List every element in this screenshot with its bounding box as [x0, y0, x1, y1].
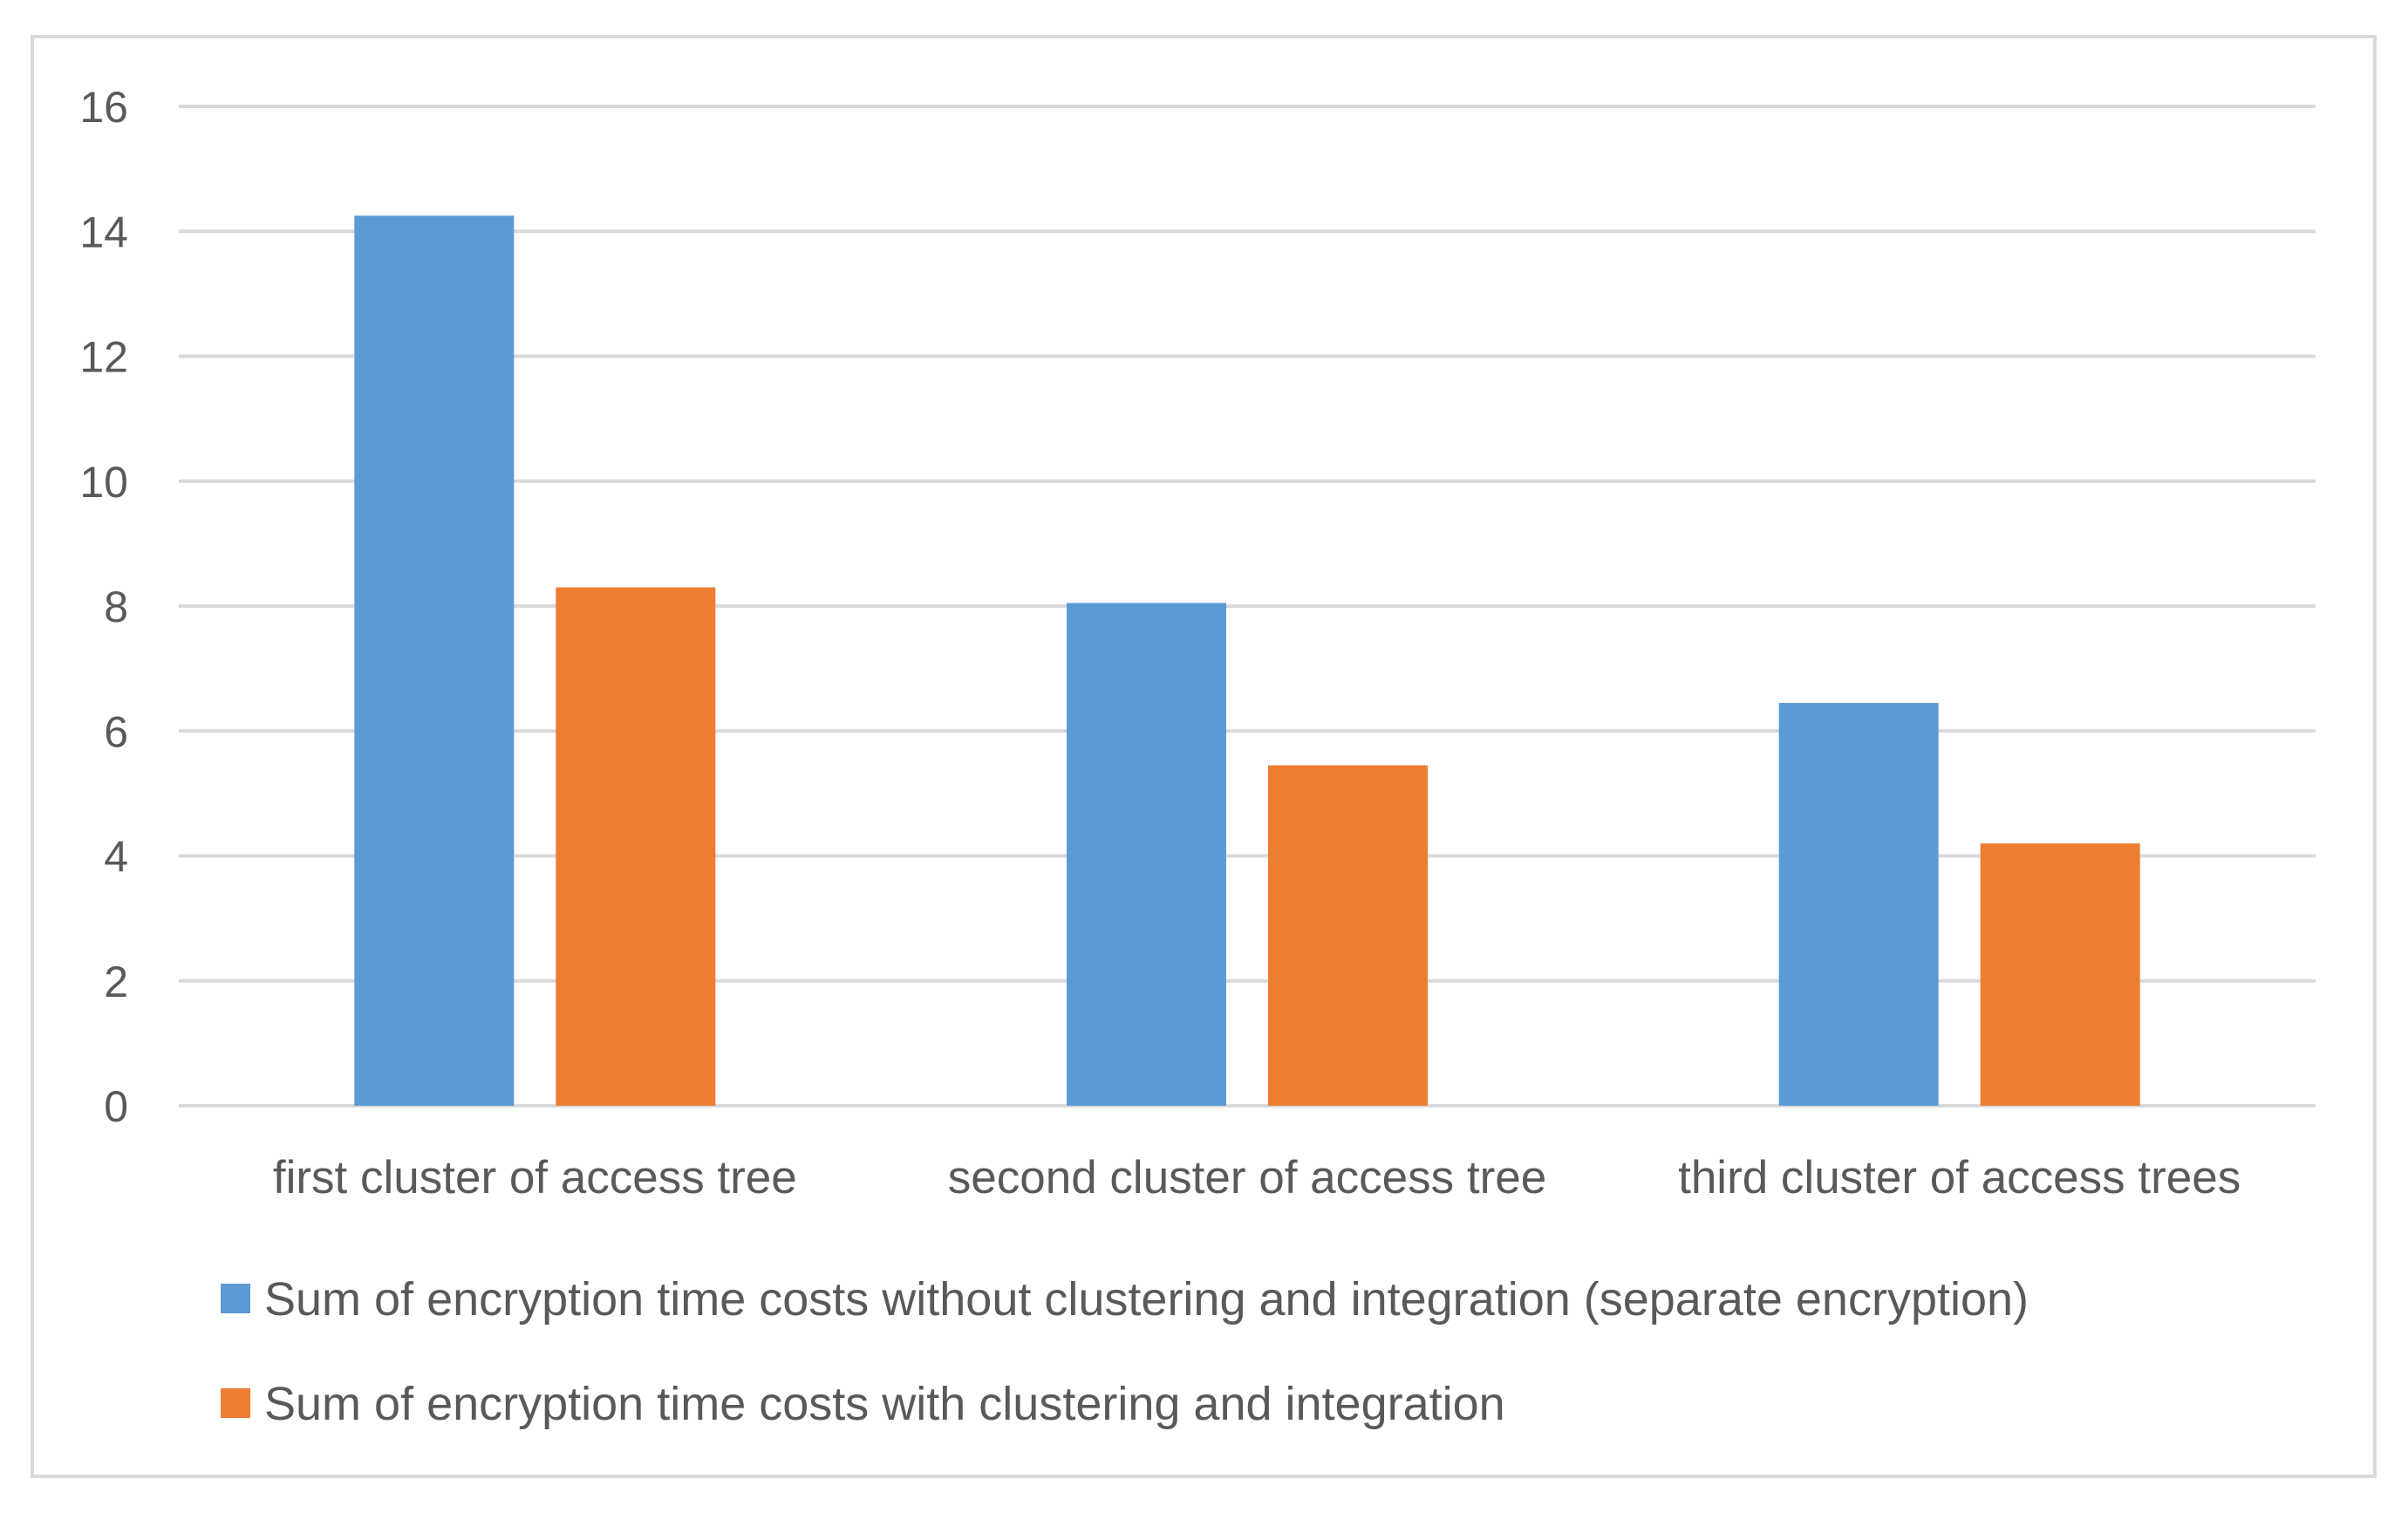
bar-series-2-cat-1 — [556, 587, 716, 1106]
y-tick-label: 4 — [104, 833, 128, 882]
y-tick-label: 16 — [79, 83, 128, 132]
bar-series-1-cat-2 — [1067, 603, 1226, 1106]
y-tick-label: 8 — [104, 583, 128, 631]
gridlines — [179, 105, 2316, 1107]
legend: Sum of encryption time costs without clu… — [221, 1273, 2029, 1430]
bar-series-1-cat-1 — [354, 215, 515, 1106]
legend-entry-label: Sum of encryption time costs without clu… — [264, 1273, 2029, 1326]
bar-series-2-cat-3 — [1980, 843, 2140, 1106]
legend-swatch — [221, 1284, 250, 1313]
y-axis-tick-labels: 0 2 4 6 8 10 12 14 16 — [79, 83, 128, 1131]
legend-swatch — [221, 1388, 250, 1418]
y-tick-label: 0 — [104, 1082, 128, 1131]
bar-series-2-cat-2 — [1268, 765, 1428, 1106]
x-axis-category-labels: first cluster of access tree second clust… — [273, 1152, 2241, 1203]
y-tick-label: 14 — [79, 208, 128, 256]
bars — [354, 215, 2140, 1106]
legend-entry-label: Sum of encryption time costs with cluste… — [264, 1378, 1505, 1430]
x-category-label: third cluster of access trees — [1678, 1152, 2241, 1203]
bar-series-1-cat-3 — [1778, 703, 1939, 1106]
y-tick-label: 12 — [79, 333, 128, 382]
x-category-label: second cluster of access tree — [948, 1152, 1546, 1203]
y-tick-label: 10 — [79, 458, 128, 507]
x-category-label: first cluster of access tree — [273, 1152, 797, 1203]
y-tick-label: 6 — [104, 707, 128, 756]
y-tick-label: 2 — [104, 958, 128, 1006]
